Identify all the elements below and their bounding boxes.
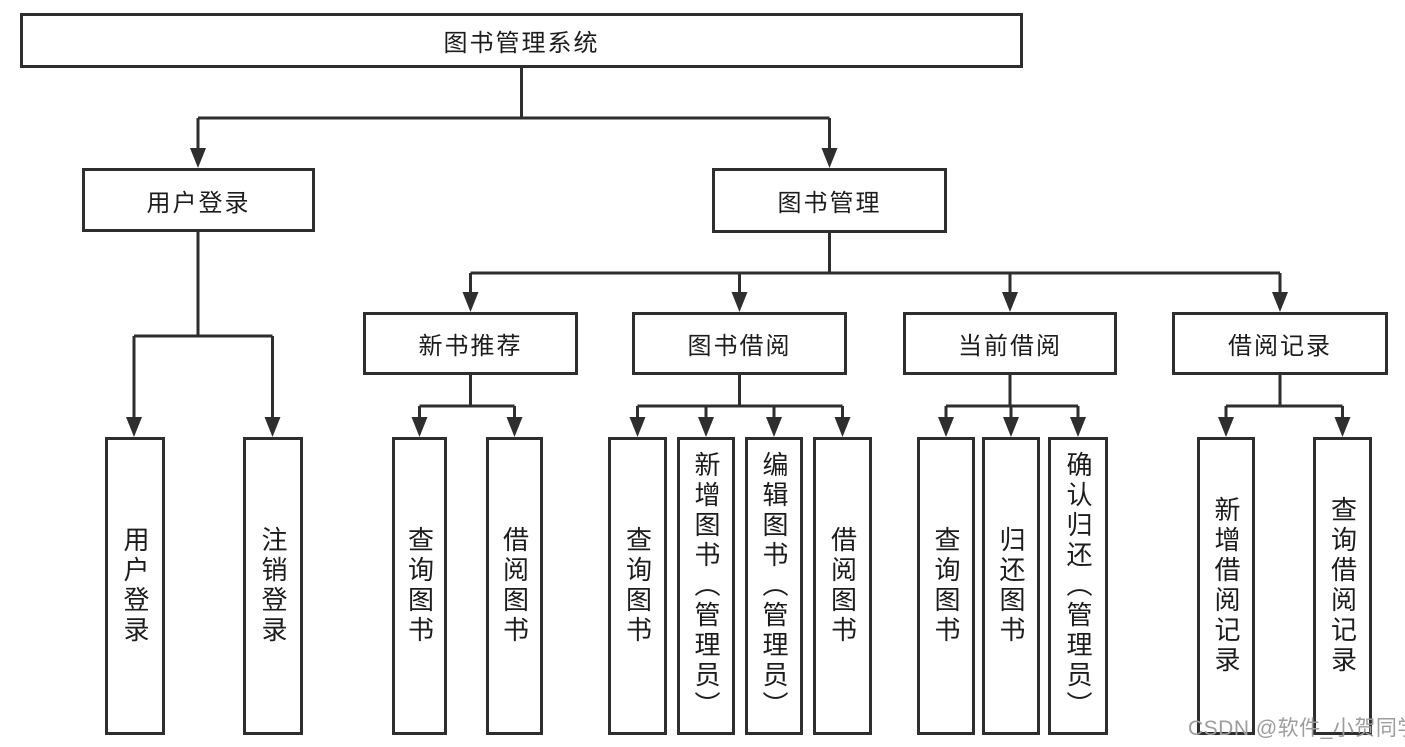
arrowhead-icon <box>1272 292 1288 312</box>
node-book-borrow: 图书借阅 <box>632 312 847 375</box>
arrowhead-icon <box>411 417 428 437</box>
arrowhead-icon <box>1218 417 1234 437</box>
node-label: 归还图书 <box>996 526 1026 646</box>
node-label: 编辑图书（管理员） <box>759 451 789 721</box>
node-label: 查询图书 <box>404 526 435 646</box>
node-label: 注销登录 <box>258 526 288 646</box>
node-query-borrow-record: 查询借阅记录 <box>1313 437 1372 735</box>
arrowhead-icon <box>1070 417 1086 437</box>
node-query-books-recommend: 查询图书 <box>392 437 447 735</box>
node-new-book-recommend: 新书推荐 <box>363 312 578 375</box>
arrowhead-icon <box>821 148 838 168</box>
arrowhead-icon <box>1334 417 1351 437</box>
node-label: 查询借阅记录 <box>1327 496 1358 676</box>
arrowhead-icon <box>1003 417 1019 437</box>
arrowhead-icon <box>834 417 851 437</box>
node-label: 借阅图书 <box>827 526 858 646</box>
node-edit-book-admin: 编辑图书（管理员） <box>745 437 803 735</box>
node-label: 新书推荐 <box>418 333 523 360</box>
node-user-login-group: 用户登录 <box>82 168 315 232</box>
node-label: 查询图书 <box>931 526 961 646</box>
csdn-watermark: CSDN @软件_小贺同学 <box>1188 717 1405 740</box>
node-query-books-borrow: 查询图书 <box>608 437 667 735</box>
node-borrow-records: 借阅记录 <box>1172 312 1388 375</box>
node-label: 用户登录 <box>120 526 150 646</box>
node-add-book-admin: 新增图书（管理员） <box>677 437 735 735</box>
node-label: 查询图书 <box>622 526 653 646</box>
node-return-book: 归还图书 <box>982 437 1040 735</box>
node-label: 图书管理系统 <box>443 30 600 57</box>
node-label: 借阅记录 <box>1228 333 1332 360</box>
node-label: 确认归还（管理员） <box>1063 451 1093 721</box>
node-add-borrow-record: 新增借阅记录 <box>1197 437 1255 735</box>
arrowhead-icon <box>190 148 206 168</box>
arrowhead-icon <box>126 417 142 437</box>
node-user-login: 用户登录 <box>105 437 165 735</box>
node-library-management-system: 图书管理系统 <box>20 13 1023 68</box>
node-logout: 注销登录 <box>243 437 303 735</box>
arrowhead-icon <box>1002 292 1018 312</box>
node-label: 图书管理 <box>777 190 882 217</box>
node-label: 图书借阅 <box>687 333 792 360</box>
arrowhead-icon <box>766 417 782 437</box>
node-confirm-return-admin: 确认归还（管理员） <box>1048 437 1108 735</box>
node-label: 新增借阅记录 <box>1211 496 1241 676</box>
node-label: 用户登录 <box>146 189 251 217</box>
arrowhead-icon <box>938 417 954 437</box>
node-label: 当前借阅 <box>958 333 1062 360</box>
node-query-books-current: 查询图书 <box>917 437 975 735</box>
node-current-borrow: 当前借阅 <box>903 312 1117 375</box>
arrowhead-icon <box>506 417 523 437</box>
node-label: 借阅图书 <box>499 526 530 646</box>
node-label: 新增图书（管理员） <box>691 451 721 721</box>
arrowhead-icon <box>629 417 646 437</box>
arrowhead-icon <box>462 292 479 312</box>
node-borrow-books-recommend: 借阅图书 <box>486 437 543 735</box>
arrowhead-icon <box>698 417 714 437</box>
node-book-management: 图书管理 <box>712 168 947 233</box>
node-borrow-books: 借阅图书 <box>813 437 872 735</box>
arrowhead-icon <box>264 417 281 437</box>
arrowhead-icon <box>731 292 748 312</box>
